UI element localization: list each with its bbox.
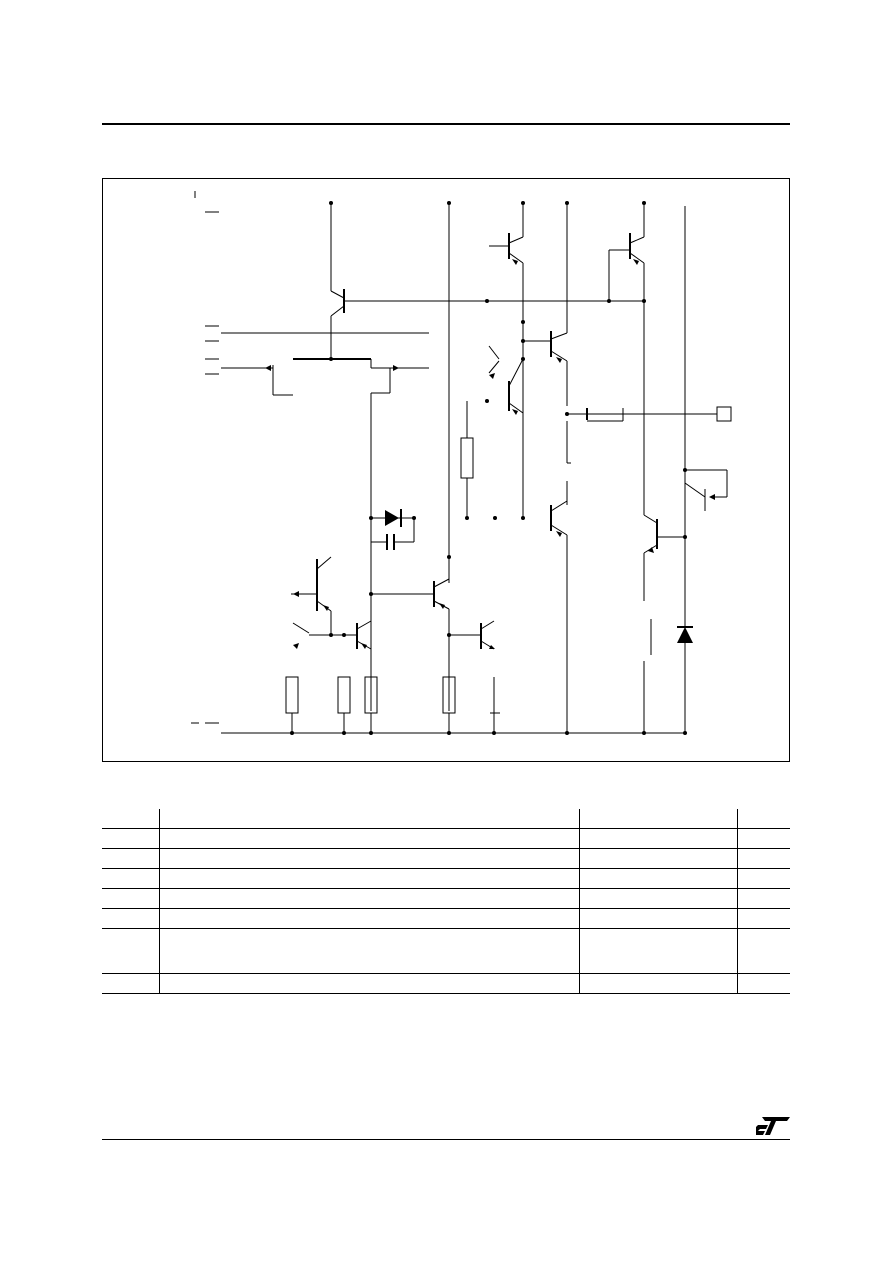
table-cell (736, 888, 790, 909)
table-cell (102, 928, 159, 974)
table-header-row (102, 809, 790, 829)
table-cell (578, 973, 737, 994)
table-cell (736, 908, 790, 929)
table-cell (158, 828, 579, 849)
table-row (102, 908, 790, 929)
schematic-diagram (191, 191, 732, 735)
pin-table (102, 809, 790, 994)
table-row (102, 928, 790, 974)
table-header-cell (158, 809, 579, 829)
table-cell (158, 888, 579, 909)
table-cell (578, 848, 737, 869)
table-cell (578, 928, 737, 974)
table-cell (158, 973, 579, 994)
footer-rule (102, 1139, 790, 1140)
table-cell (578, 828, 737, 849)
table-cell (102, 973, 159, 994)
table-cell (736, 828, 790, 849)
table-row (102, 848, 790, 869)
table-cell (102, 848, 159, 869)
schematic-frame (102, 178, 790, 762)
table-cell (736, 928, 790, 974)
table-cell (736, 868, 790, 889)
table-header-cell (736, 809, 790, 829)
table-cell (102, 868, 159, 889)
table-row (102, 888, 790, 909)
table-cell (578, 868, 737, 889)
header-rule (102, 123, 790, 125)
table-cell (578, 908, 737, 929)
st-logo-icon (756, 1117, 790, 1135)
table-cell (102, 888, 159, 909)
table-cell (736, 848, 790, 869)
table-cell (102, 828, 159, 849)
table-row (102, 828, 790, 849)
table-row (102, 973, 790, 994)
table-cell (158, 928, 579, 974)
table-cell (736, 973, 790, 994)
table-cell (578, 888, 737, 909)
table-cell (158, 868, 579, 889)
table-cell (158, 908, 579, 929)
table-row (102, 868, 790, 889)
table-header-cell (102, 809, 159, 829)
table-header-cell (578, 809, 737, 829)
table-cell (102, 908, 159, 929)
table-cell (158, 848, 579, 869)
